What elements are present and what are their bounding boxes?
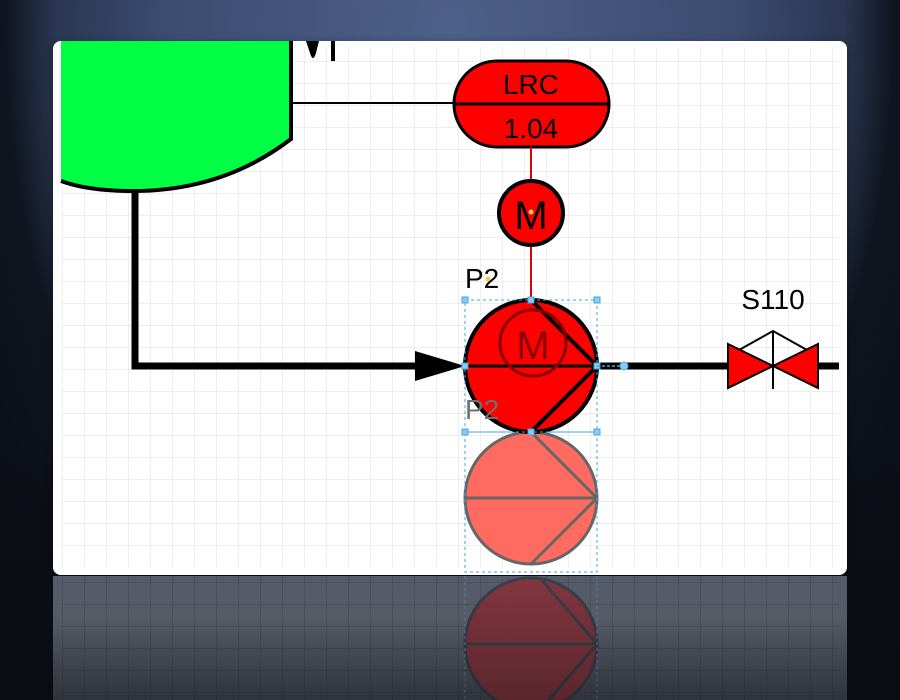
controller-value: 1.04: [504, 113, 559, 144]
valve-s110[interactable]: S110: [727, 284, 819, 390]
reflection-graphic: [53, 576, 847, 700]
resize-handle-ne[interactable]: [593, 296, 601, 304]
pump-impeller-line: [529, 364, 599, 434]
controller-lrc[interactable]: LRC 1.04: [452, 59, 611, 149]
tank-body[interactable]: [61, 41, 291, 191]
pump-ghost-label: P2: [465, 394, 499, 425]
valve-left-triangle[interactable]: [727, 342, 776, 390]
pid-diagram[interactable]: LRC 1.04 M M: [53, 41, 847, 575]
resize-handle-nw[interactable]: [461, 296, 469, 304]
resize-handle-w[interactable]: [461, 362, 469, 370]
tank-nozzle-mark: [306, 41, 319, 58]
pump-motor-ring: [498, 308, 568, 378]
pump-ghost-line: [529, 496, 599, 566]
valve-right-triangle[interactable]: [770, 342, 819, 390]
resize-handle-n[interactable]: [527, 296, 535, 304]
connection-point-handle[interactable]: [619, 361, 629, 371]
motor-anchor-point: [528, 209, 534, 215]
tank[interactable]: [60, 41, 335, 194]
pump-motor-symbol: M: [516, 324, 549, 368]
pump-drag-preview: [463, 430, 599, 573]
resize-handle-se[interactable]: [593, 428, 601, 436]
tank-outline: [60, 41, 293, 194]
valve-label: S110: [741, 284, 804, 315]
diagram-canvas[interactable]: LRC 1.04 M M: [53, 41, 847, 575]
motor[interactable]: M: [497, 179, 565, 247]
flow-arrow-icon: [415, 351, 465, 381]
resize-handle-sw[interactable]: [461, 428, 469, 436]
pump-ghost-line: [529, 430, 599, 500]
selection-frame[interactable]: [461, 296, 629, 436]
pump-label-anchor: [485, 276, 491, 282]
pump-label[interactable]: P2: [465, 263, 499, 294]
motor-symbol: M: [514, 194, 547, 238]
controller-tag: LRC: [503, 69, 559, 100]
resize-handle-s[interactable]: [527, 428, 535, 436]
tank-nozzle-mark: [331, 41, 335, 61]
suction-pipe[interactable]: [131, 191, 433, 370]
canvas-reflection: [53, 576, 847, 700]
